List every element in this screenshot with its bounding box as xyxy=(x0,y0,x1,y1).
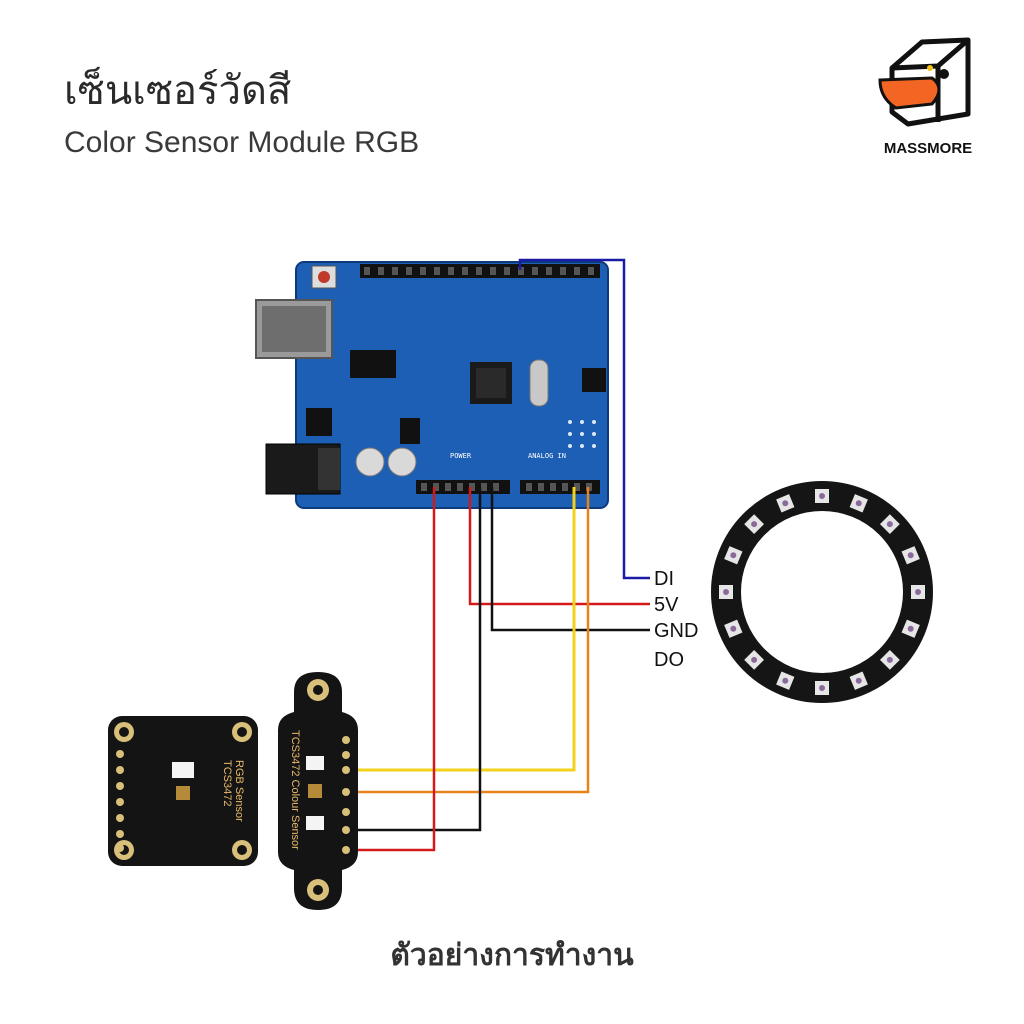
wire-red-sensor-vin xyxy=(350,487,436,852)
wire-black-sensor-gnd xyxy=(350,487,482,832)
colour-sensor-board: TCS3472 Colour Sensor xyxy=(278,672,358,910)
ring-led-die xyxy=(723,589,729,595)
ring-led-die xyxy=(782,677,789,684)
rgb-sensor-board: TCS3472 RGB Sensor xyxy=(108,716,258,866)
led-ring xyxy=(711,481,933,703)
sensor-right-name: TCS3472 Colour Sensor xyxy=(289,730,301,850)
usb-chip xyxy=(350,350,396,378)
sensor-chip xyxy=(176,786,190,800)
ring-led-die xyxy=(886,521,893,528)
sensor-chip xyxy=(308,784,322,798)
wire-red-5v xyxy=(468,487,650,606)
ring-led-die xyxy=(819,493,825,499)
page-subtitle: Color Sensor Module RGB xyxy=(64,126,420,159)
wire-orange-scl xyxy=(350,487,590,794)
ring-led-die xyxy=(855,500,862,507)
sensor-left-subtitle: RGB Sensor xyxy=(233,760,245,822)
wire-yellow-sda xyxy=(350,487,576,772)
ring-led-die xyxy=(751,656,758,663)
ring-led-die xyxy=(855,677,862,684)
pin-label-di: DI xyxy=(654,568,674,590)
ring-led-die xyxy=(730,552,737,559)
ring-led-die xyxy=(886,656,893,663)
pin-label-5v: 5V xyxy=(654,594,679,616)
ring-led-die xyxy=(907,552,914,559)
ring-led-die xyxy=(751,521,758,528)
wire-blue-di xyxy=(518,258,650,580)
ring-led-die xyxy=(915,589,921,595)
pin-label-do: DO xyxy=(654,649,684,671)
ring-led-die xyxy=(730,625,737,632)
wire-black-gnd xyxy=(490,487,650,632)
brand-name: MASSMORE xyxy=(883,140,973,157)
power-label: POWER xyxy=(450,452,472,460)
sensor-left-name: TCS3472 xyxy=(221,760,233,806)
capacitor xyxy=(387,447,417,477)
sensor-led-bottom xyxy=(306,816,324,830)
sensor-led xyxy=(172,762,194,778)
ring-led-die xyxy=(907,625,914,632)
pin-label-gnd: GND xyxy=(654,620,698,642)
arduino-board: POWER ANALOG IN xyxy=(255,261,609,509)
massmore-logo-icon xyxy=(878,37,971,127)
crystal xyxy=(529,359,549,407)
analog-label: ANALOG IN xyxy=(528,452,566,460)
caption: ตัวอย่างการทำงาน xyxy=(390,938,634,973)
capacitor xyxy=(355,447,385,477)
ring-led-die xyxy=(782,500,789,507)
sensor-led-top xyxy=(306,756,324,770)
ring-led-die xyxy=(819,685,825,691)
page-title: เซ็นเซอร์วัดสี xyxy=(64,68,292,114)
